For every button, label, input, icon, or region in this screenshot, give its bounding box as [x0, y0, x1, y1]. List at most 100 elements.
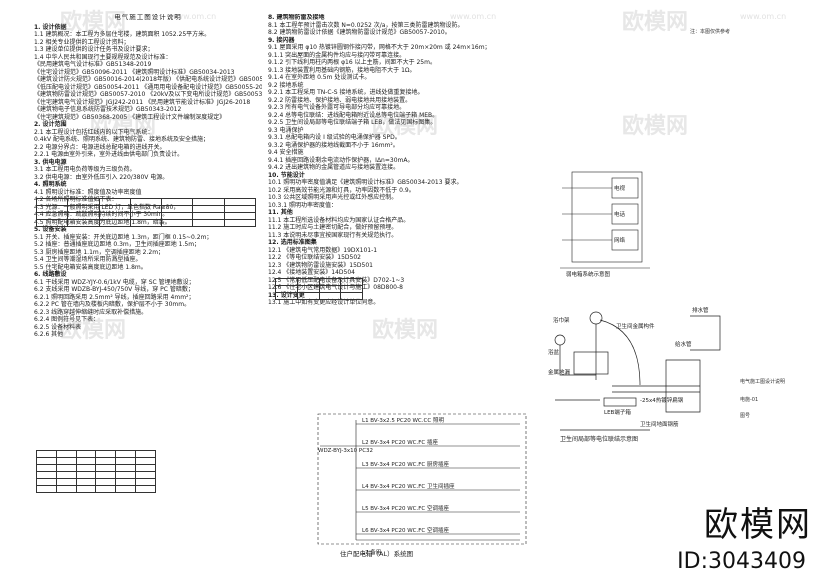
- note-line: 4. 照明系统: [34, 181, 67, 188]
- system-row: L3 BV-3x4 PC20 WC.FC 厨房插座: [362, 462, 450, 468]
- note-line: 9.1.3 接地装置利用基础内钢筋，接地电阻不大于 1Ω。: [268, 66, 416, 74]
- note-line: 《建筑物防雷设计规范》GB50057-2010 《20kV及以下变电所设计规范》…: [34, 91, 262, 98]
- distribution-system-diagram: [317, 413, 527, 545]
- eqp-label-drain: 金属地漏: [548, 370, 571, 376]
- system-row: L7 备用: [362, 550, 382, 556]
- note-line: 13.1 施工中如有变更应经设计单位同意。: [268, 299, 380, 306]
- riser-label-net: 网络: [614, 238, 626, 244]
- note-line: 10.1 照明功率密度值满足《建筑照明设计标准》GB50034-2013 要求。: [268, 179, 463, 186]
- note-line: 1.3 建设单位提供的设计任务书及设计要求；: [34, 46, 154, 53]
- system-diagram-title: 住户配电箱（AL）系统图: [340, 550, 414, 558]
- riser-title: 弱电箱系统示意图: [566, 272, 611, 278]
- note-line: 6.2.5 设备材料表: [34, 323, 82, 331]
- watermark-site-1: www.om.cn: [170, 12, 217, 21]
- note-line: 9.2.1 本工程采用 TN-C-S 接地系统，进线处做重复接地。: [268, 89, 424, 96]
- note-line: 3. 供电电源: [34, 158, 67, 166]
- note-line: 10.2 采用高效节能光源和灯具，功率因数不低于 0.9。: [268, 186, 415, 194]
- note-line: 4.1 照明设计标准：照度值及功率密度值: [34, 188, 142, 196]
- note-line: 12.3 《建筑物防雷设施安装》15D501: [268, 261, 373, 269]
- note-line: 3.2 供电电源：由室外低压引入 220/380V 电源。: [34, 173, 169, 181]
- side-note-2: 电施-01: [740, 397, 759, 403]
- eqp-label-bath: 浴盆: [548, 350, 560, 356]
- note-line: 10.3.1 照明功率密度值：: [268, 201, 337, 209]
- note-line: 6.2 支线采用 WDZB-BYJ-450/750V 导线，穿 PC 管暗敷；: [34, 286, 194, 293]
- note-line: 《住宅建筑电气设计规范》JGJ242-2011 《民用建筑节能设计标准》JGJ2…: [34, 98, 251, 106]
- note-line: 9.1.4 在室外距地 0.5m 处设测试卡。: [268, 74, 371, 81]
- eqp-title: 卫生间局部等电位联结示意图: [560, 436, 639, 443]
- note-line: 《民用建筑电气设计标准》GB51348-2019: [34, 61, 152, 68]
- note-line: 12.1 《建筑电气常用数据》19DX101-1: [268, 246, 378, 254]
- note-line: 9.3.2 电涌保护器的接地线截面不小于 16mm²。: [268, 141, 399, 149]
- illumination-table: [35, 198, 257, 227]
- note-line: 9.2.2 防雷接地、保护接地、弱电接地共用接地装置。: [268, 96, 412, 104]
- note-line: 2. 设计范围: [34, 121, 67, 128]
- eqp-label-metal: 卫生间金属构件: [616, 324, 655, 330]
- note-line: 10.3 公共区域照明采用声光控或红外感应控制。: [268, 194, 398, 201]
- note-line: 8. 建筑物防雷及接地: [268, 14, 325, 21]
- note-line: 5.3 厨房插座距地 1.1m，空调插座距地 2.2m；: [34, 248, 165, 256]
- note-line: 5.5 住宅配电箱安装高度底边距地 1.8m。: [34, 263, 147, 271]
- note-line: 6. 线路敷设: [34, 271, 67, 278]
- note-line: 2.1 本工程设计包括红线内的以下电气系统：: [34, 128, 154, 136]
- note-line: 9.1.1 突出屋面的金属构件均应与接闪带可靠连接。: [268, 51, 406, 59]
- legend-table: [36, 450, 156, 493]
- eqp-label-waste: 排水管: [692, 308, 709, 314]
- system-row: L5 BV-3x4 PC20 WC.FC 空调插座: [362, 506, 450, 512]
- note-line: 1.4 中华人民共和国现行主要规程规范及设计标准：: [34, 53, 172, 61]
- watermark-site-2: www.om.cn: [450, 12, 497, 21]
- weak-current-riser: [560, 171, 650, 269]
- note-line: 《建筑物电子信息系统防雷技术规范》GB50343-2012: [34, 106, 182, 113]
- note-line: 《建筑设计防火规范》GB50016-2014(2018年版) 《供配电系统设计规…: [34, 76, 262, 83]
- note-line: 6.2.6 其他: [34, 331, 64, 338]
- note-line: 9.4 安全措施: [268, 149, 304, 156]
- watermark-site-3: www.om.cn: [740, 12, 787, 21]
- note-line: 12.4 《接地装置安装》14D504: [268, 269, 355, 276]
- note-line: 6.2.4 图例符号见下表：: [34, 316, 100, 323]
- side-note-0: 注：本图仅供参考: [690, 29, 731, 35]
- riser-label-tv: 电视: [614, 186, 626, 192]
- system-row: L4 BV-3x4 PC20 WC.FC 卫生间插座: [362, 484, 455, 490]
- note-line: 11.2 施工时应与土建密切配合，做好预留预埋。: [268, 224, 398, 231]
- note-line: 9. 接闪器: [268, 36, 295, 44]
- note-line: 《住宅设计规范》GB50096-2011 《建筑照明设计标准》GB50034-2…: [34, 68, 235, 76]
- note-line: 8.1 本工程年预计雷击次数 N=0.0252 次/a，按第三类防雷建筑物设防。: [268, 21, 464, 29]
- system-row: L1 BV-3x2.5 PC20 WC.CC 照明: [362, 418, 444, 424]
- note-line: 12. 选用标准图集: [268, 239, 317, 246]
- system-row: L6 BV-3x4 PC20 WC.FC 空调插座: [362, 528, 450, 534]
- system-inlet-label: WDZ-BYJ-3x10 PC32: [318, 448, 374, 454]
- note-line: 2.2 电源分界点：电源进线总配电箱的进线开关。: [34, 143, 166, 151]
- note-line: 9.2 接地系统: [268, 81, 304, 89]
- side-note-1: 电气施工图设计说明: [740, 379, 786, 385]
- note-line: 1.1 建筑概况：本工程为多层住宅楼，建筑面积 1052.25平方米。: [34, 31, 211, 38]
- note-line: 0.4kV 配电系统、照明系统、建筑物防雷、接地系统及安全措施；: [34, 136, 210, 143]
- brand-id: ID:3043409: [677, 549, 806, 574]
- note-line: 10. 节能设计: [268, 171, 305, 179]
- eqp-label-leb: LEB端子箱: [604, 410, 631, 416]
- side-note-3: 图号: [740, 413, 751, 419]
- note-line: 9.4.2 进出建筑物的金属管道应与接地装置连接。: [268, 164, 400, 171]
- note-line: 2.2.1 电源由室外引来，室外进线由供电部门负责设计。: [34, 151, 184, 158]
- note-line: 3.1 本工程用电负荷等级为三级负荷。: [34, 166, 136, 173]
- riser-label-phone: 电话: [614, 212, 626, 218]
- energy-table: [275, 278, 363, 300]
- notes-title: 电气施工图设计说明: [114, 14, 182, 21]
- note-line: 11.3 本说明未尽事宜按国家现行有关规范执行。: [268, 231, 398, 239]
- note-line: 9.1.2 引下线利用柱内两根 φ16 以上主筋，间距不大于 25m。: [268, 59, 436, 66]
- note-line: 8.2 建筑物防雷设计依据《建筑物防雷设计规范》GB50057-2010。: [268, 29, 451, 36]
- eqp-label-supply: 给水管: [675, 342, 692, 348]
- equipotential-diagram: [554, 311, 721, 431]
- note-line: 5.2 插座：普通插座底边距地 0.3m，卫生间插座距地 1.5m；: [34, 241, 201, 248]
- note-line: 6.2.3 线路穿越伸缩缝时应采取补偿措施。: [34, 308, 148, 316]
- system-row: L2 BV-3x4 PC20 WC.FC 插座: [362, 440, 439, 446]
- eqp-label-steel: -25x4热镀锌扁钢: [640, 398, 684, 404]
- note-line: 9.3 电涌保护: [268, 126, 304, 134]
- note-line: 9.1 屋面采用 φ10 热镀锌圆钢作接闪带，网格不大于 20m×20m 或 2…: [268, 44, 491, 51]
- note-line: 9.4.1 插座回路设剩余电流动作保护器，IΔn=30mA。: [268, 156, 414, 164]
- brand-logo: 欧模网: [704, 505, 812, 545]
- note-line: 6.2.2 PC 管在墙内及楼板内暗敷，保护层不小于 30mm。: [34, 301, 191, 308]
- note-line: 5.1 开关、插座安装：开关底边距地 1.3m，距门框 0.15~0.2m；: [34, 233, 213, 241]
- note-line: 《住宅建筑规范》GB50368-2005 《建筑工程设计文件编制深度规定》: [34, 113, 226, 121]
